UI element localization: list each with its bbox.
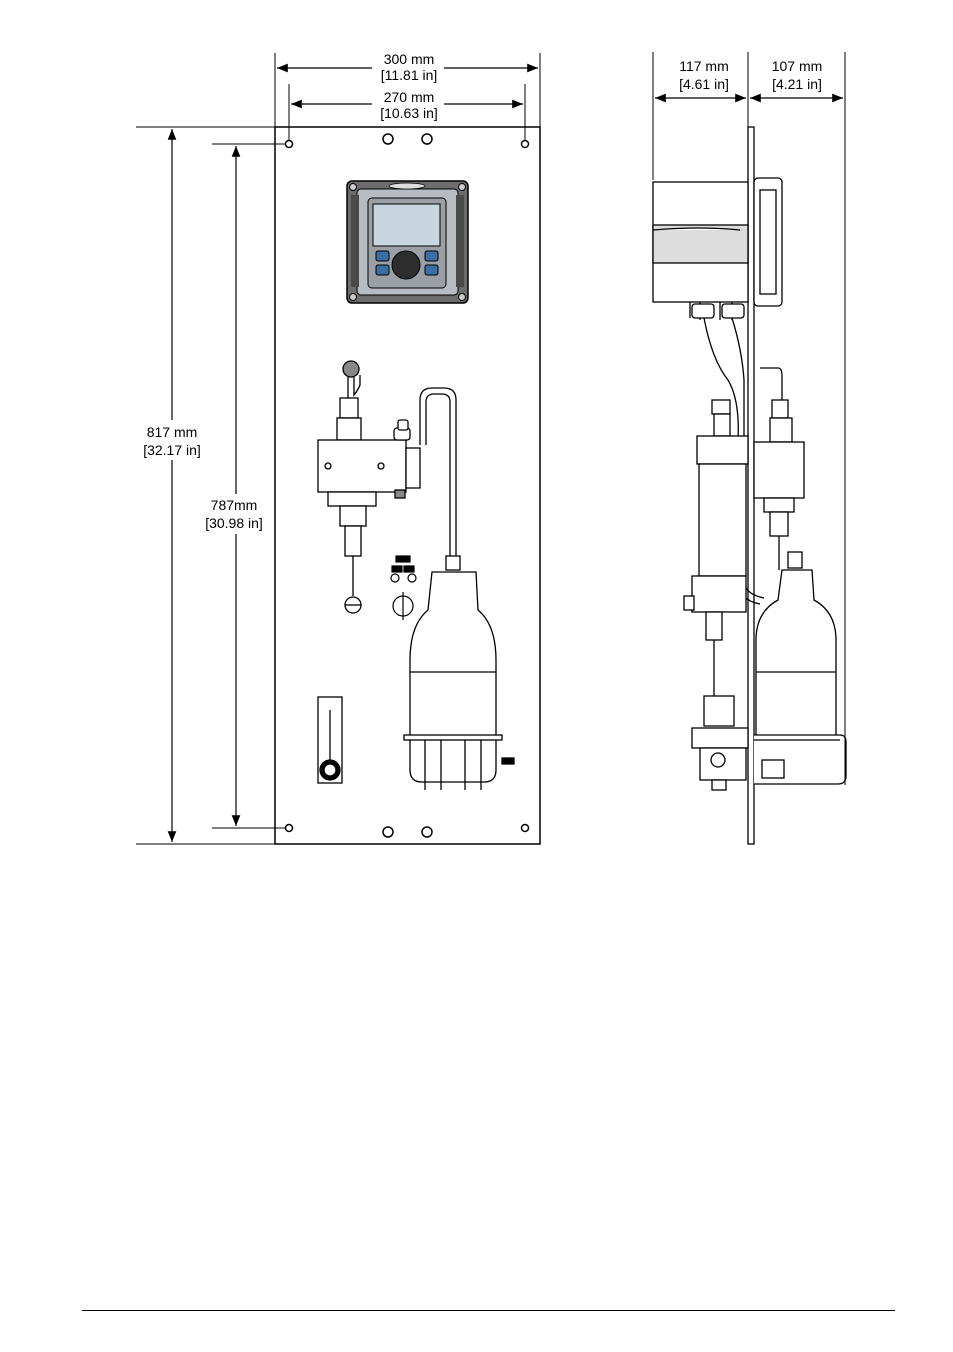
- dim-total-height-metric: 817 mm: [147, 424, 198, 440]
- controller-side: [653, 178, 782, 320]
- side-panel: [748, 127, 754, 844]
- controller-front: [347, 181, 468, 303]
- dim-total-width-metric: 300 mm: [384, 51, 435, 67]
- dim-rear-depth-imperial: [4.21 in]: [772, 76, 822, 92]
- dim-hole-height-imperial: [30.98 in]: [205, 515, 263, 531]
- dim-front-depth-imperial: [4.61 in]: [679, 76, 729, 92]
- flow-meter: [318, 697, 342, 783]
- footer-rule: [82, 1310, 895, 1311]
- dim-hole-height-metric: 787mm: [211, 497, 258, 513]
- controller-screen: [373, 204, 440, 246]
- dim-total-height-imperial: [32.17 in]: [143, 442, 201, 458]
- side-view: [653, 127, 846, 844]
- dim-total-width-imperial: [11.81 in]: [381, 67, 438, 83]
- dim-hole-width-imperial: [10.63 in]: [380, 105, 438, 121]
- front-view: [275, 127, 540, 844]
- dim-rear-depth-metric: 107 mm: [772, 58, 823, 74]
- dim-front-depth-metric: 117 mm: [679, 58, 729, 74]
- dim-hole-width-metric: 270 mm: [384, 89, 435, 105]
